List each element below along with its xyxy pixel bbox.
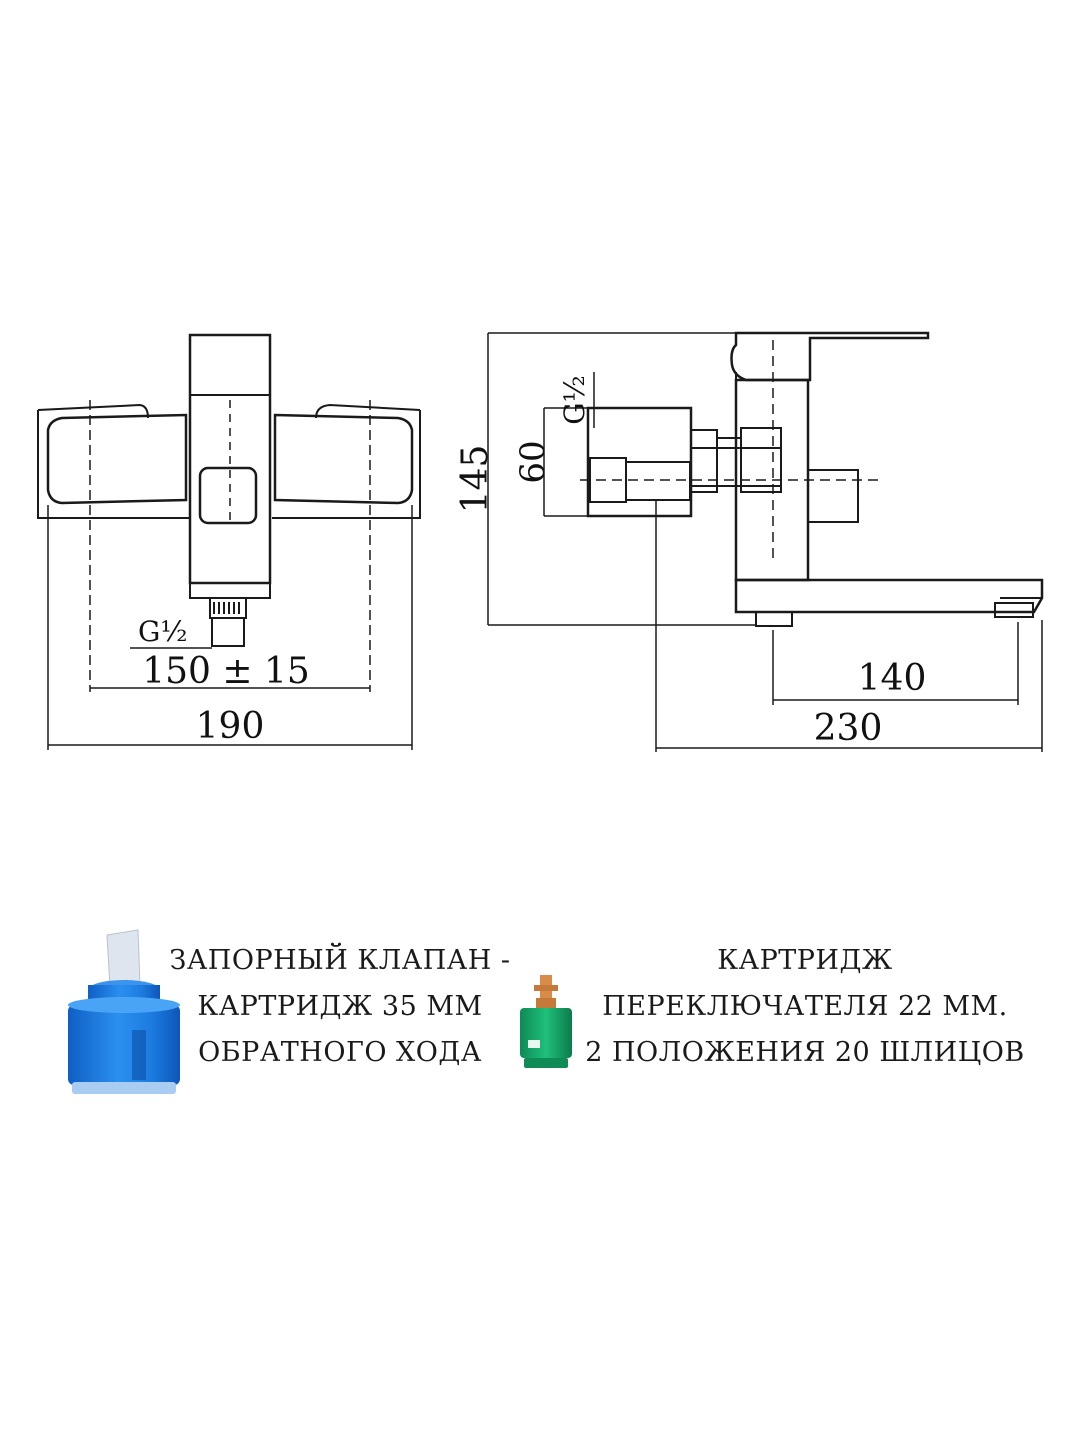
switch-caption-line: ПЕРЕКЛЮЧАТЕЛЯ 22 ММ. xyxy=(602,991,1008,1022)
valve-cartridge-image xyxy=(68,929,180,1094)
dim-inlet-height: 60 xyxy=(513,440,553,483)
right-flange xyxy=(273,413,414,505)
valve-caption-line: ОБРАТНОГО ХОДА xyxy=(198,1037,482,1068)
left-flange-back xyxy=(37,403,190,519)
side-thread-label: G½ xyxy=(558,375,591,425)
left-flange xyxy=(46,413,188,505)
diverter-knob xyxy=(198,466,258,525)
switch-cartridge-image xyxy=(520,975,572,1068)
valve-caption-line: КАРТРИДЖ 35 ММ xyxy=(197,991,483,1022)
dim-height: 145 xyxy=(455,445,496,514)
switch-caption-line: КАРТРИДЖ xyxy=(717,945,893,976)
right-flange-back xyxy=(272,403,421,519)
front-thread-label: G½ xyxy=(138,615,188,648)
spout xyxy=(734,578,1044,614)
dim-spout-length: 140 xyxy=(858,658,927,699)
valve-caption-line: ЗАПОРНЫЙ КЛАПАН - xyxy=(169,945,511,976)
front-view xyxy=(37,333,421,750)
valve-cartridge-caption: ЗАПОРНЫЙ КЛАПАН - КАРТРИДЖ 35 ММ ОБРАТНО… xyxy=(160,938,520,1076)
switch-cartridge-caption: КАРТРИДЖ ПЕРЕКЛЮЧАТЕЛЯ 22 ММ. 2 ПОЛОЖЕНИ… xyxy=(585,938,1025,1076)
dim-total-depth: 230 xyxy=(814,708,883,749)
switch-caption-line: 2 ПОЛОЖЕНИЯ 20 ШЛИЦОВ xyxy=(585,1037,1025,1068)
dim-inlet-spacing: 150 ± 15 xyxy=(142,651,310,692)
side-view xyxy=(487,331,1044,752)
lever xyxy=(730,331,930,382)
dim-overall-width: 190 xyxy=(196,706,265,747)
